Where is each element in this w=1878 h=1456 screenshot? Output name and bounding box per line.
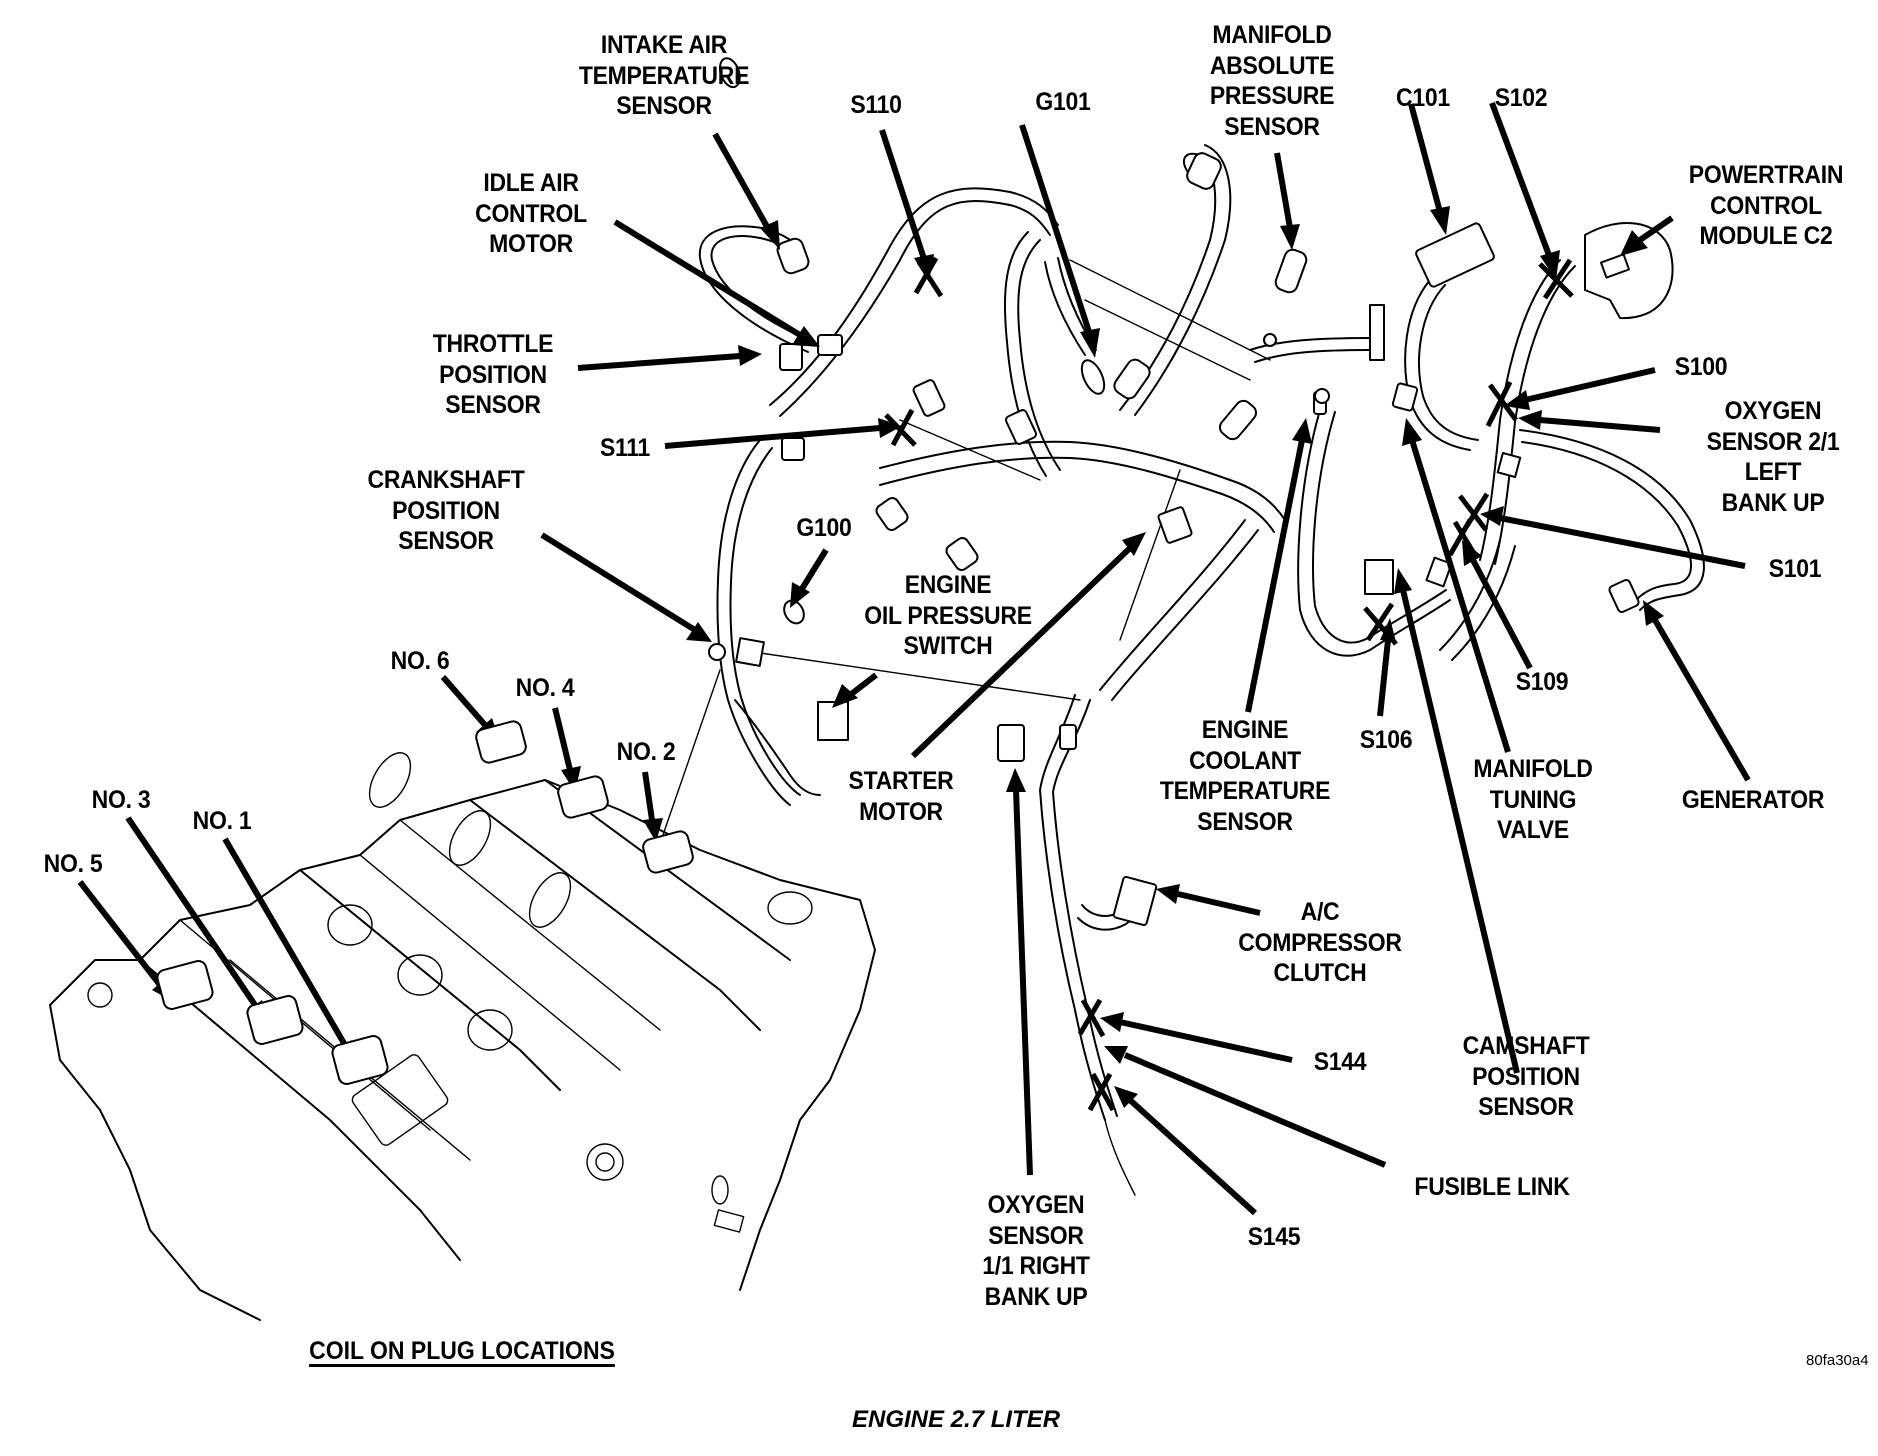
label-coil-no2: NO. 2 <box>616 738 676 766</box>
coil-no4 <box>557 775 609 819</box>
label-crankshaft-position-sensor: CRANKSHAFT POSITION SENSOR <box>367 466 525 555</box>
injector-connector <box>875 497 909 531</box>
ac-compressor-connector <box>1112 875 1158 927</box>
connector <box>1113 358 1151 400</box>
label-throttle-position-sensor: THROTTLE POSITION SENSOR <box>432 330 554 419</box>
label-powertrain-control-module-c2: POWERTRAIN CONTROL MODULE C2 <box>1688 161 1844 250</box>
label-s106: S106 <box>1359 726 1413 754</box>
connector <box>1496 452 1522 478</box>
label-manifold-tuning-valve: MANIFOLD TUNING VALVE <box>1473 755 1593 844</box>
o2-sensor-1-1-connector <box>997 724 1025 762</box>
manifold-tuning-valve-connector <box>1391 382 1419 412</box>
throttle-position-sensor-connector <box>779 343 803 371</box>
label-coil-no4: NO. 4 <box>515 674 575 702</box>
splice-s145 <box>1087 1072 1116 1112</box>
label-manifold-absolute-pressure-sensor: MANIFOLD ABSOLUTE PRESSURE SENSOR <box>1209 21 1335 141</box>
coil-on-plug-locations-title: COIL ON PLUG LOCATIONS <box>309 1337 615 1365</box>
label-oxygen-sensor-1-1-right-bank-up: OXYGEN SENSOR 1/1 RIGHT BANK UP <box>982 1191 1090 1311</box>
coil-no2 <box>642 830 694 874</box>
label-s100: S100 <box>1674 353 1728 381</box>
label-coil-no1: NO. 1 <box>192 807 252 835</box>
label-engine-oil-pressure-switch: ENGINE OIL PRESSURE SWITCH <box>864 571 1032 660</box>
intake-air-temp-sensor-connector <box>776 237 810 275</box>
splice-s144 <box>1077 998 1106 1038</box>
components <box>708 152 1674 927</box>
injector-connector <box>912 379 946 417</box>
label-s101: S101 <box>1768 555 1822 583</box>
label-coil-no3: NO. 3 <box>91 786 151 814</box>
label-s144: S144 <box>1313 1048 1367 1076</box>
label-coil-no6: NO. 6 <box>390 647 450 675</box>
label-s111: S111 <box>599 434 651 462</box>
label-s102: S102 <box>1494 84 1548 112</box>
generator-connector <box>1608 578 1640 614</box>
label-starter-motor: STARTER MOTOR <box>848 767 954 826</box>
label-g101: G101 <box>1035 88 1091 116</box>
oil-pressure-switch-connector <box>817 701 849 741</box>
leader-arrows <box>77 101 1751 1216</box>
coil-no6 <box>475 720 527 764</box>
camshaft-position-sensor <box>1364 559 1394 595</box>
label-s145: S145 <box>1247 1223 1301 1251</box>
coil-no1 <box>331 1035 389 1085</box>
coil-no3 <box>246 995 304 1045</box>
c101-bulkhead-connector <box>1369 304 1385 361</box>
g101-ground-terminal <box>1080 359 1106 395</box>
label-coil-no5: NO. 5 <box>43 850 103 878</box>
label-g100: G100 <box>796 514 852 542</box>
label-oxygen-sensor-2-1-left-bank-up: OXYGEN SENSOR 2/1 LEFT BANK UP <box>1706 397 1840 517</box>
splice-s100 <box>1485 380 1519 428</box>
starter-connector <box>1157 506 1193 544</box>
engine-block-illustration <box>49 720 876 1321</box>
map-sensor <box>1274 248 1308 294</box>
coolant-sensor-collar <box>1314 388 1330 404</box>
c101-connector <box>1415 222 1495 288</box>
connector <box>1425 556 1453 588</box>
injector-connector <box>1005 409 1037 445</box>
g100-ground-terminal <box>783 599 805 625</box>
wiring-harness <box>654 57 1705 1196</box>
label-ac-compressor-clutch: A/C COMPRESSOR CLUTCH <box>1238 898 1402 987</box>
label-generator: GENERATOR <box>1681 786 1825 814</box>
crankshaft-connector <box>735 637 765 667</box>
connector <box>1218 399 1258 441</box>
label-s109: S109 <box>1515 668 1569 696</box>
ground-stud <box>1263 333 1277 347</box>
connector <box>1186 152 1222 190</box>
label-engine-coolant-temperature-sensor: ENGINE COOLANT TEMPERATURE SENSOR <box>1159 716 1331 836</box>
label-intake-air-temperature-sensor: INTAKE AIR TEMPERATURE SENSOR <box>578 31 750 120</box>
label-fusible-link: FUSIBLE LINK <box>1414 1173 1570 1201</box>
s111-connector <box>781 437 805 461</box>
injector-connector <box>945 537 979 571</box>
label-s110: S110 <box>850 91 902 119</box>
idle-air-control-connector <box>817 334 843 356</box>
pcm-c2-pins <box>1599 253 1631 279</box>
crankshaft-position-sensor <box>708 643 726 661</box>
label-camshaft-position-sensor: CAMSHAFT POSITION SENSOR <box>1462 1032 1590 1121</box>
connector <box>1059 724 1077 750</box>
coil-no5 <box>156 960 214 1010</box>
figure-caption: ENGINE 2.7 LITER <box>851 1406 1061 1433</box>
splice-s111 <box>884 408 917 447</box>
label-c101: C101 <box>1396 84 1450 112</box>
figure-code: 80fa30a4 <box>1806 1352 1869 1369</box>
label-idle-air-control-motor: IDLE AIR CONTROL MOTOR <box>475 169 587 258</box>
